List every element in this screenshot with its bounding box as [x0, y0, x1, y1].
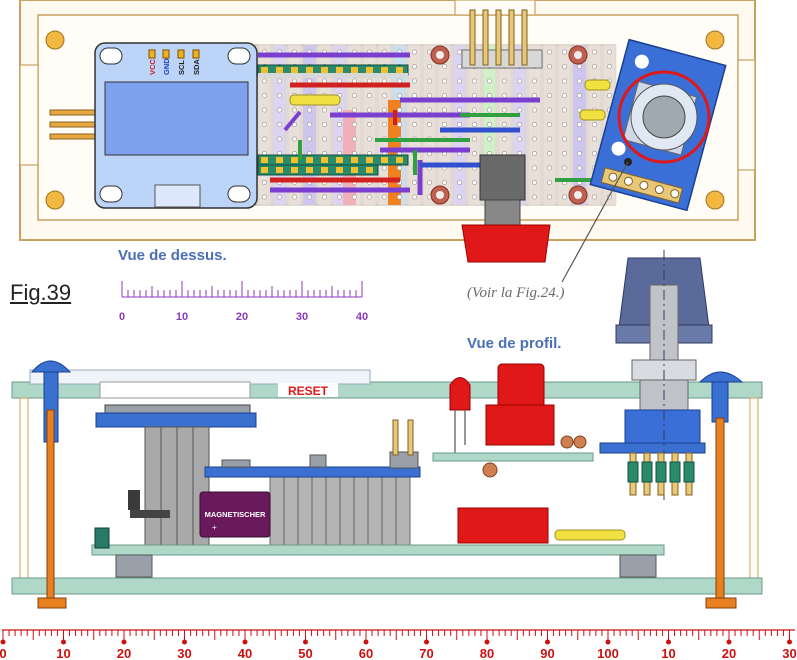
small-ruler-label: 40 [356, 311, 368, 323]
arduino-side-board [204, 466, 421, 478]
panel-window [99, 381, 251, 399]
oled-pin-sda: SDA [192, 59, 201, 75]
header-rows [257, 64, 409, 176]
magnetic-module [199, 491, 271, 538]
side-view: RESET MAGNETIS [11, 250, 763, 609]
oled-module: VCC GND SCL SDA [94, 42, 258, 209]
reference-note: (Voir la Fig.24.) [467, 285, 565, 301]
magnetic-module-label: MAGNETISCHER [205, 510, 266, 519]
bottom-ruler: 0 10 20 30 40 50 60 70 80 90 100 10 20 30 [0, 629, 797, 660]
reset-label-bg [278, 383, 338, 397]
connector-stack [144, 426, 411, 555]
corner-hole-tl [45, 30, 65, 50]
standoffs [430, 45, 588, 205]
bottom-ruler-label: 10 [661, 646, 675, 660]
small-ruler-label: 20 [236, 311, 248, 323]
bottom-panel [11, 577, 763, 595]
small-ruler: 0 10 20 30 40 [119, 281, 368, 323]
wall-left [19, 397, 29, 579]
top-view-caption: Vue de dessus. [118, 247, 227, 264]
led [449, 377, 471, 455]
right-screw [698, 371, 744, 609]
bottom-ruler-label: 40 [238, 646, 252, 660]
reset-label: RESET [288, 384, 329, 398]
oled-screen [104, 81, 249, 156]
wall-right [749, 397, 759, 579]
oled-pin-scl: SCL [177, 60, 186, 75]
bottom-ruler-label: 20 [117, 646, 131, 660]
small-ruler-label: 30 [296, 311, 308, 323]
small-board-side [432, 452, 594, 462]
top-view: VCC GND SCL SDA [19, 0, 756, 283]
corner-hole-br [705, 190, 725, 210]
bottom-ruler-label: 30 [782, 646, 796, 660]
wires [258, 52, 600, 195]
oled-pin-vcc: VCC [148, 59, 157, 75]
reset-button-side [485, 363, 555, 446]
bottom-ruler-label: 30 [177, 646, 191, 660]
bottom-ruler-label: 100 [597, 646, 619, 660]
left-screw [30, 360, 72, 609]
bottom-ruler-label: 50 [298, 646, 312, 660]
bottom-ruler-label: 80 [480, 646, 494, 660]
oled-side-board [95, 412, 257, 428]
encoder-highlight-circle [617, 70, 711, 164]
encoder-shaft [642, 95, 686, 139]
bottom-ruler-label: 90 [540, 646, 554, 660]
encoder-side [599, 250, 713, 500]
left-notch [19, 64, 39, 166]
encoder-pins [627, 452, 695, 496]
oled-side-glass [104, 404, 251, 414]
corner-hole-tr [705, 30, 725, 50]
side-view-caption: Vue de profil. [467, 335, 562, 352]
oled-pin-gnd: GND [162, 58, 171, 75]
figure-label: Fig.39 [10, 280, 72, 305]
bottom-ruler-label: 60 [359, 646, 373, 660]
pin-header [461, 9, 543, 69]
corner-hole-bl [45, 190, 65, 210]
bottom-ruler-label: 10 [56, 646, 70, 660]
right-notch [737, 59, 756, 171]
magnetic-module-sign: + [212, 523, 217, 532]
reset-button-top [461, 154, 551, 263]
resistors [289, 79, 611, 121]
main-stripboard-side [91, 544, 665, 556]
bottom-ruler-label: 70 [419, 646, 433, 660]
small-ruler-label: 10 [176, 311, 188, 323]
bottom-ruler-label: 20 [722, 646, 736, 660]
bottom-ruler-label: 0 [0, 646, 7, 660]
small-ruler-label: 0 [119, 311, 125, 323]
left-pins [49, 109, 101, 140]
callout-line [561, 161, 629, 283]
red-relay-side [457, 507, 549, 544]
